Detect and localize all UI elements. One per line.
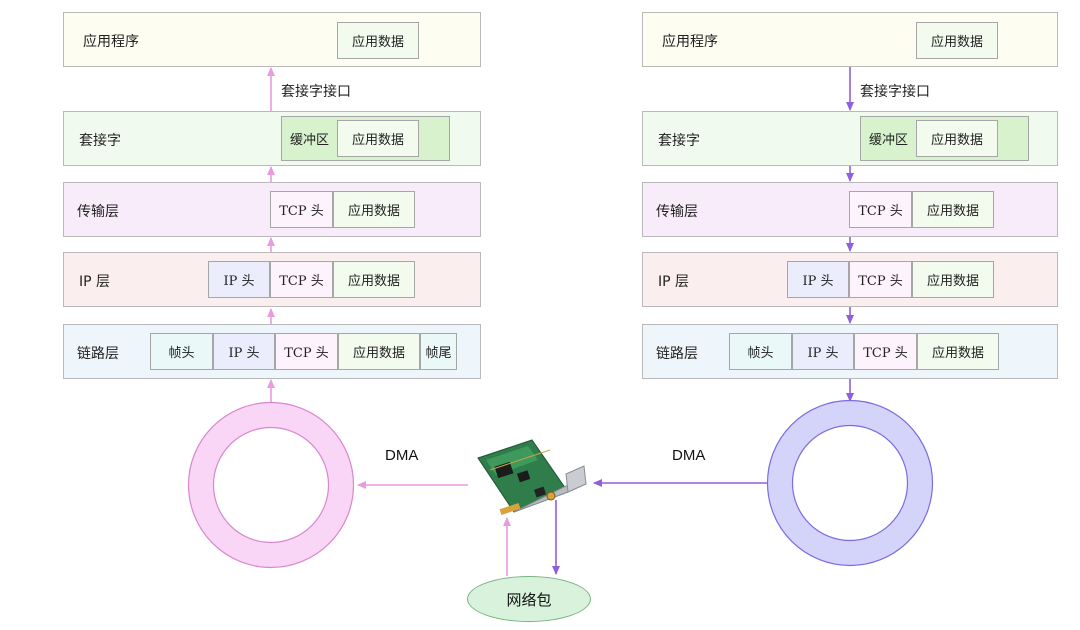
- right-transport-app-data-cell: 应用数据: [912, 191, 994, 228]
- left-ring-buffer: [187, 401, 355, 569]
- left-link-frame-trailer: 帧尾: [420, 333, 457, 370]
- left-layer-socket-label: 套接字: [79, 133, 121, 149]
- network-card-icon: [477, 439, 587, 515]
- right-layer-application-label: 应用程序: [662, 34, 718, 50]
- left-app-data-cell: 应用数据: [337, 22, 419, 59]
- right-ip-app-data-cell: 应用数据: [912, 261, 994, 298]
- left-socket-interface-label: 套接字接口: [281, 84, 351, 100]
- left-link-app-data-cell: 应用数据: [338, 333, 420, 370]
- left-layer-transport-label: 传输层: [77, 204, 119, 220]
- left-transport-tcp-header: TCP 头: [270, 191, 333, 228]
- left-link-tcp-header: TCP 头: [275, 333, 338, 370]
- left-ip-tcp-header: TCP 头: [270, 261, 333, 298]
- left-ip-ip-header: IP 头: [208, 261, 270, 298]
- right-layer-transport-label: 传输层: [656, 204, 698, 220]
- right-layer-ip-label: IP 层: [658, 274, 690, 290]
- left-ip-app-data-cell: 应用数据: [333, 261, 415, 298]
- network-packet: 网络包: [467, 576, 591, 622]
- left-receive-arrows: [267, 67, 511, 576]
- right-send-arrows: [552, 67, 854, 575]
- right-ip-tcp-header: TCP 头: [849, 261, 912, 298]
- right-link-app-data-cell: 应用数据: [917, 333, 999, 370]
- network-packet-label: 网络包: [506, 590, 552, 609]
- right-link-ip-header: IP 头: [792, 333, 854, 370]
- left-link-frame-header: 帧头: [150, 333, 213, 370]
- right-transport-tcp-header: TCP 头: [849, 191, 912, 228]
- right-dma-label: DMA: [672, 447, 706, 464]
- right-link-tcp-header: TCP 头: [854, 333, 917, 370]
- left-layer-link-label: 链路层: [77, 346, 119, 362]
- left-dma-label: DMA: [385, 447, 419, 464]
- right-ip-ip-header: IP 头: [787, 261, 849, 298]
- right-ring-buffer: [766, 399, 934, 567]
- right-layer-socket-label: 套接字: [658, 133, 700, 149]
- right-app-data-cell: 应用数据: [916, 22, 998, 59]
- left-socket-app-data-cell: 应用数据: [337, 120, 419, 157]
- right-link-frame-header: 帧头: [729, 333, 792, 370]
- left-link-ip-header: IP 头: [213, 333, 275, 370]
- right-socket-app-data-cell: 应用数据: [916, 120, 998, 157]
- left-transport-app-data-cell: 应用数据: [333, 191, 415, 228]
- right-socket-interface-label: 套接字接口: [860, 84, 930, 100]
- left-layer-ip-label: IP 层: [79, 274, 111, 290]
- left-layer-application-label: 应用程序: [83, 34, 139, 50]
- right-layer-link-label: 链路层: [656, 346, 698, 362]
